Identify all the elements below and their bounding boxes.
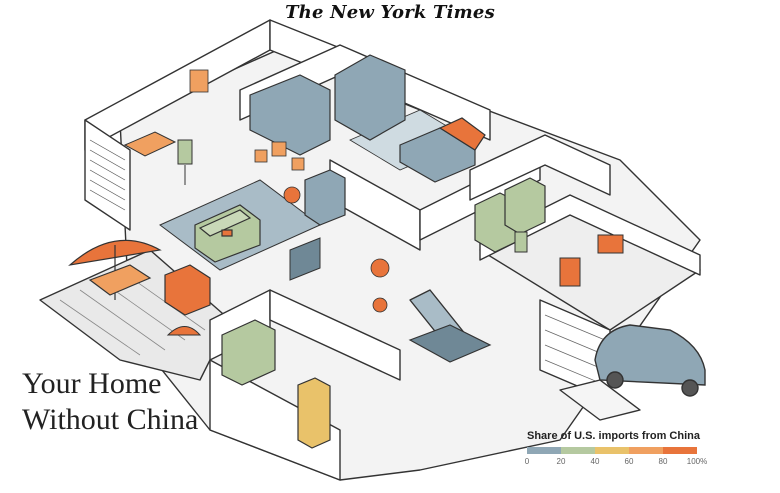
patio-umbrella	[68, 239, 162, 300]
front-steps	[559, 379, 641, 421]
legend-tick: 20	[556, 457, 566, 466]
legend-tick: 40	[590, 457, 600, 466]
beach-umbrella	[166, 326, 202, 336]
bookshelf	[304, 169, 346, 226]
garage-stroller-and-boxes	[514, 231, 624, 287]
wardrobe	[249, 54, 406, 156]
hallway-wall	[269, 289, 401, 381]
grill	[164, 264, 211, 316]
potted-plants	[283, 186, 390, 313]
pantry-shelf	[221, 319, 276, 386]
headline-line-2: Without China	[22, 403, 199, 436]
dining-table	[408, 324, 492, 363]
color-legend: Share of U.S. imports from China 0 20 40 60…	[524, 430, 717, 469]
kitchen-front-wall	[209, 359, 341, 481]
headline: Your Home Without China	[22, 366, 198, 438]
desk	[123, 131, 177, 157]
legend-color-scale	[527, 447, 697, 454]
legend-tick: 100%	[686, 457, 708, 466]
wall-art	[189, 69, 305, 171]
bedroom-wall	[239, 44, 491, 141]
legend-title: Share of U.S. imports from China	[527, 430, 700, 442]
left-wall	[84, 119, 131, 231]
headline-line-1: Your Home	[22, 367, 162, 400]
legend-swatch	[595, 447, 629, 454]
legend-tick: 0	[524, 457, 530, 466]
sofa	[194, 204, 261, 263]
refrigerator	[297, 377, 331, 449]
bed	[399, 117, 486, 183]
legend-tick: 60	[624, 457, 634, 466]
laundry-wall	[469, 134, 611, 201]
television	[289, 237, 321, 281]
washer-dryer	[474, 177, 546, 253]
legend-swatch	[663, 447, 697, 454]
legend-tick: 80	[658, 457, 668, 466]
car	[594, 324, 706, 397]
legend-swatch	[629, 447, 663, 454]
desk-chair	[177, 139, 193, 185]
legend-swatch	[527, 447, 561, 454]
legend-swatch	[561, 447, 595, 454]
masthead-logo[interactable]: The New York Times	[285, 2, 495, 23]
legend-ticks: 0 20 40 60 80 100%	[524, 457, 707, 469]
